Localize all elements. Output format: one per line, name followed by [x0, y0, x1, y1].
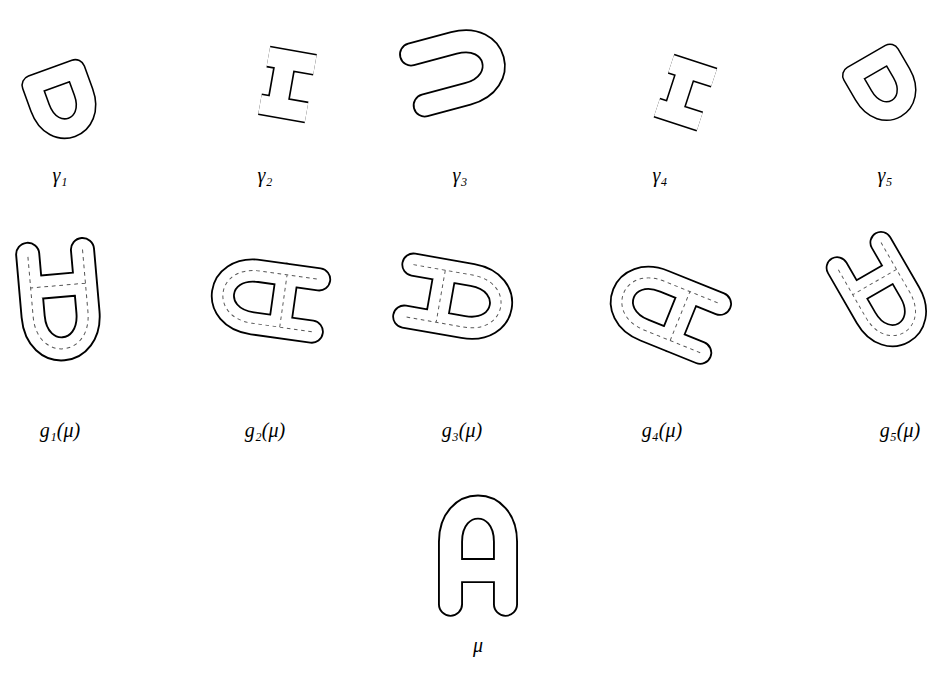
figure-label: γ₄ — [653, 164, 668, 187]
figure-label: γ₃ — [453, 164, 468, 187]
mean-shape — [451, 507, 506, 604]
gamma-shape — [32, 69, 94, 135]
figure-label: γ₂ — [258, 164, 273, 187]
figure-label: g₂(μ) — [245, 419, 285, 442]
gamma-shape — [852, 53, 915, 119]
figure-label: g₅(μ) — [880, 419, 920, 442]
transformed-shape — [614, 269, 720, 353]
gamma-shape — [260, 57, 315, 113]
transformed-shape — [837, 243, 926, 346]
transformed-shape — [404, 265, 505, 333]
gamma-shape — [411, 34, 500, 105]
figure-label: μ — [473, 634, 483, 657]
gamma-shape — [657, 64, 714, 122]
figure-label: g₄(μ) — [642, 419, 682, 442]
transformed-shape — [28, 250, 91, 352]
figure-label: γ₁ — [53, 164, 68, 187]
figure-label: γ₅ — [878, 164, 893, 187]
transformed-shape — [219, 266, 319, 331]
figure-label: g₃(μ) — [442, 419, 482, 442]
figure-label: g₁(μ) — [40, 419, 80, 442]
